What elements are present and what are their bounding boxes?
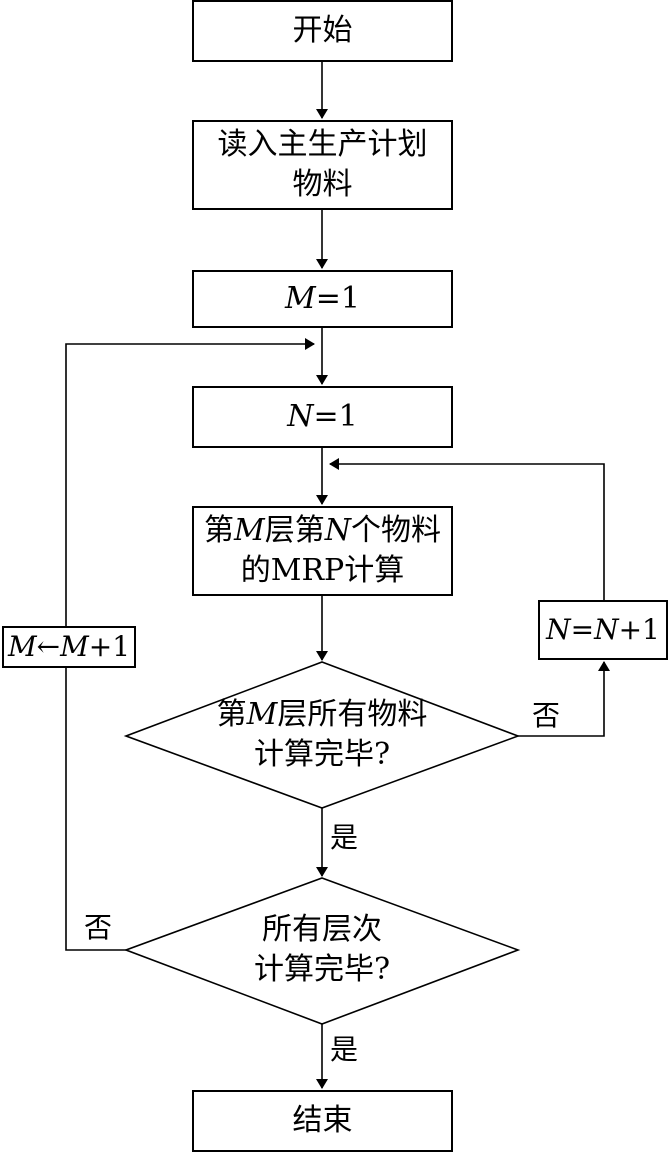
n-inc-var2: N bbox=[594, 613, 619, 646]
arrow-decision2-no-to-minc bbox=[65, 668, 126, 951]
m-init-var: M bbox=[285, 281, 316, 316]
arrow-ninc-to-calc-loop bbox=[329, 458, 605, 600]
arrow-minc-to-ninit-loop bbox=[65, 338, 315, 626]
calc-text-b: 层第 bbox=[264, 513, 325, 548]
decision2-diamond bbox=[123, 877, 521, 1025]
n-init-rest: =1 bbox=[313, 399, 358, 434]
decision2-no-label: 否 bbox=[84, 911, 113, 944]
decision2-yes-label: 是 bbox=[330, 1033, 359, 1066]
m-init-label: M=1 bbox=[285, 279, 360, 319]
decision2-line2: 计算完毕? bbox=[253, 952, 391, 987]
m-inc-var2: M bbox=[60, 630, 89, 663]
n-init-node: N=1 bbox=[192, 386, 453, 448]
calc-var-m: M bbox=[234, 513, 265, 548]
decision1-diamond bbox=[123, 661, 521, 809]
m-init-node: M=1 bbox=[192, 270, 453, 328]
calc-text-c: 个物料 bbox=[350, 513, 441, 548]
n-increment-label: N=N+1 bbox=[546, 610, 660, 650]
m-inc-plus: +1 bbox=[88, 630, 131, 663]
calc-mrp-node: 第M层第N个物料 的MRP计算 bbox=[192, 506, 453, 596]
arrow-decision1-no-to-ninc bbox=[518, 661, 610, 737]
m-increment-node: M←M+1 bbox=[2, 626, 136, 668]
end-node: 结束 bbox=[192, 1090, 453, 1152]
decision1-no-label: 否 bbox=[532, 699, 561, 732]
start-label: 开始 bbox=[292, 13, 353, 48]
decision1-line1: 第M层所有物料 bbox=[182, 695, 462, 735]
read-mps-label-line1: 读入主生产计划 bbox=[217, 127, 428, 162]
read-mps-node: 读入主生产计划 物料 bbox=[192, 120, 453, 210]
n-init-var: N bbox=[287, 399, 314, 434]
n-inc-plus: +1 bbox=[618, 613, 660, 646]
m-increment-label: M←M+1 bbox=[8, 627, 130, 667]
d1-text-b: 层所有物料 bbox=[277, 697, 428, 732]
calc-text-a: 第 bbox=[204, 513, 235, 548]
m-inc-op: ← bbox=[36, 630, 61, 663]
calc-mrp-label-line1: 第M层第N个物料 bbox=[204, 511, 441, 551]
calc-var-n: N bbox=[324, 513, 351, 548]
m-init-rest: =1 bbox=[315, 281, 360, 316]
d1-text-a: 第 bbox=[216, 697, 247, 732]
end-label: 结束 bbox=[292, 1103, 353, 1138]
decision1-line2: 计算完毕? bbox=[253, 737, 391, 772]
m-inc-var1: M bbox=[7, 630, 37, 663]
n-inc-var1: N bbox=[546, 613, 571, 646]
calc-mrp-label-line2: 的MRP计算 bbox=[240, 553, 405, 588]
d1-var-m: M bbox=[246, 697, 278, 732]
read-mps-label-line2: 物料 bbox=[292, 167, 353, 202]
decision2-text: 所有层次 计算完毕? bbox=[182, 910, 462, 990]
decision1-yes-label: 是 bbox=[330, 821, 359, 854]
n-inc-eq: = bbox=[570, 613, 595, 646]
n-init-label: N=1 bbox=[287, 397, 357, 437]
n-increment-node: N=N+1 bbox=[538, 600, 668, 660]
start-node: 开始 bbox=[192, 0, 453, 62]
decision2-line1: 所有层次 bbox=[262, 912, 382, 947]
decision1-text: 第M层所有物料 计算完毕? bbox=[182, 695, 462, 775]
